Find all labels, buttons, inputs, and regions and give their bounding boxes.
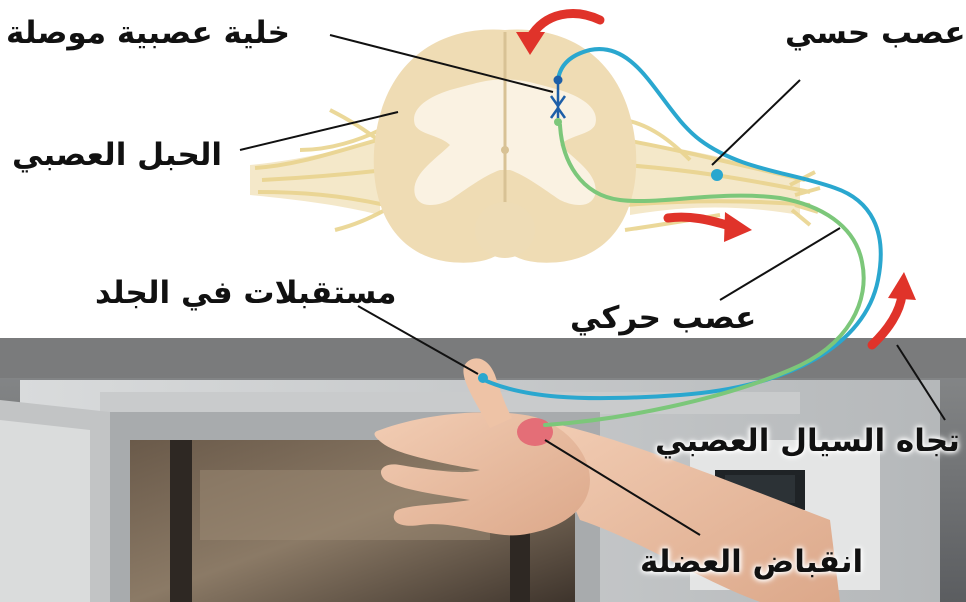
- label-spinal-cord: الحبل العصبي: [12, 140, 222, 171]
- impulse-arrow-middle: [668, 212, 752, 242]
- label-impulse-direction: تجاه السيال العصبي: [655, 426, 960, 457]
- label-sensory-nerve: عصب حسي: [785, 18, 966, 49]
- label-motor-nerve: عصب حركي: [570, 303, 756, 334]
- label-interneuron: خلية عصبية موصلة: [6, 18, 290, 49]
- label-muscle-contraction: انقباض العضلة: [640, 547, 863, 578]
- leader-motor-nerve: [720, 228, 840, 300]
- leader-sensory-nerve: [712, 80, 800, 165]
- label-skin-receptors: مستقبلات في الجلد: [95, 278, 396, 309]
